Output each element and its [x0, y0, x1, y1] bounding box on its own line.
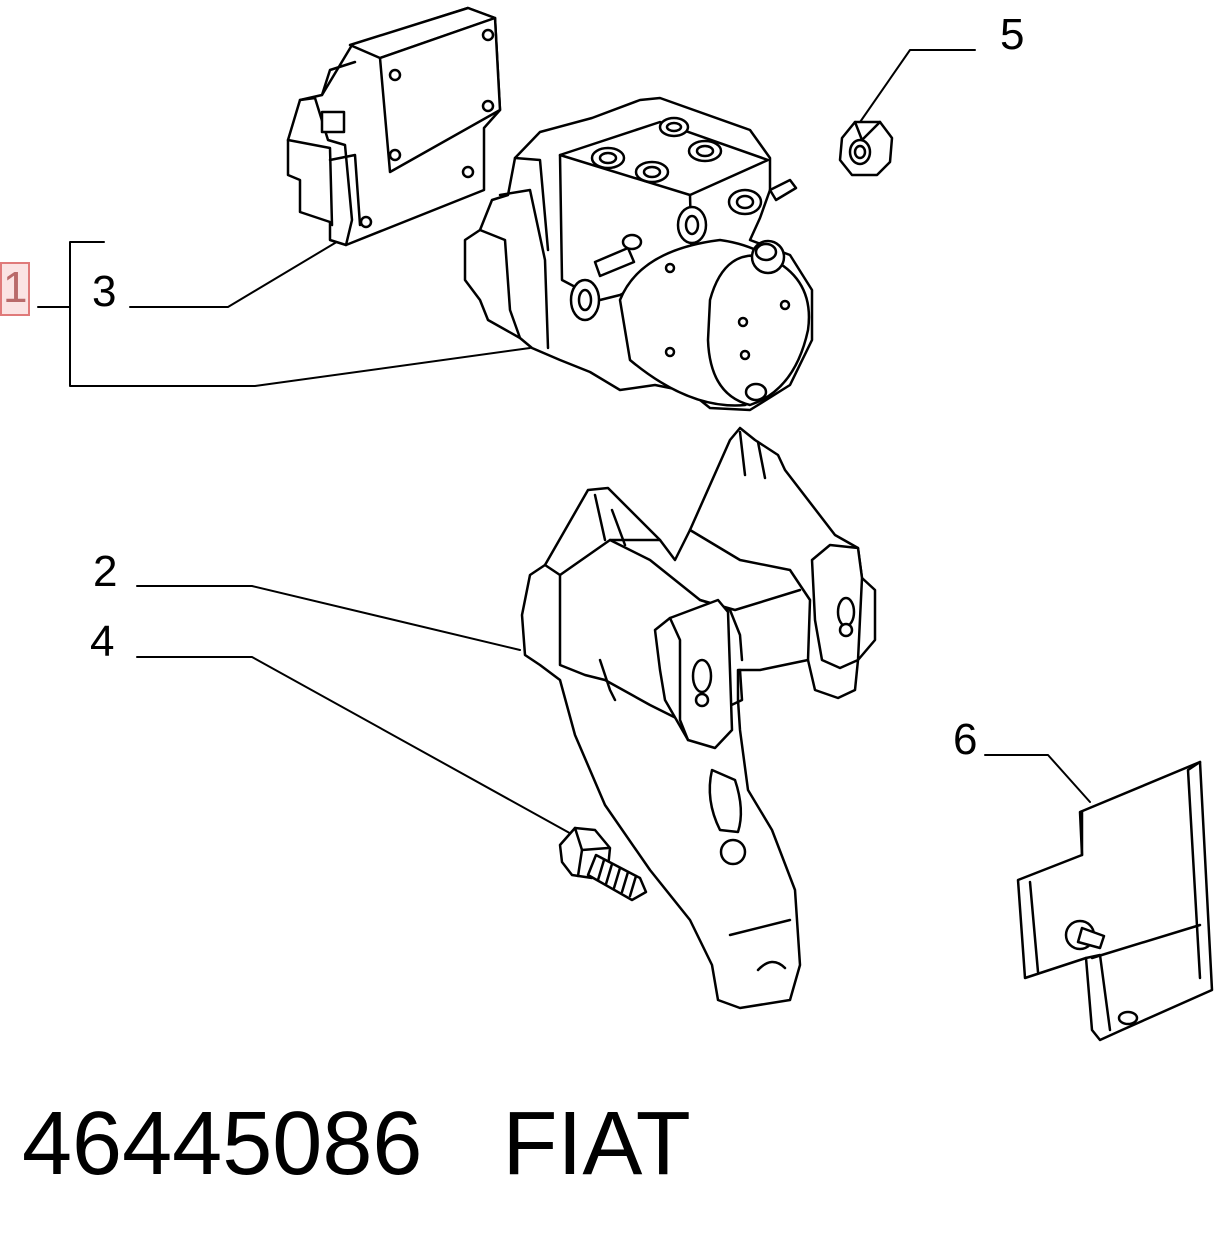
callout-6: 6	[953, 715, 978, 764]
footer-caption: 46445086 FIAT	[22, 1096, 691, 1192]
callout-2: 2	[93, 547, 118, 596]
callout-4: 4	[90, 617, 115, 666]
leader-lines	[37, 49, 1091, 837]
brand-name: FIAT	[502, 1094, 691, 1194]
bracket-1	[69, 241, 531, 387]
bolt-part-4	[558, 826, 648, 902]
ecu-module-part-3	[286, 6, 502, 247]
leader-2	[136, 585, 521, 651]
leader-5	[857, 49, 976, 126]
leader-3	[129, 239, 341, 308]
leader-4	[136, 656, 576, 837]
bracket-part-2	[520, 426, 877, 1010]
leader-6	[984, 754, 1091, 803]
part-number: 46445086	[22, 1094, 423, 1194]
hydraulic-unit-part-1	[463, 96, 814, 412]
callout-5: 5	[1000, 10, 1025, 59]
callout-1: 1	[0, 262, 31, 316]
nut-part-5	[838, 120, 894, 177]
callout-3: 3	[92, 267, 117, 316]
cover-plate-part-6	[1016, 760, 1214, 1042]
